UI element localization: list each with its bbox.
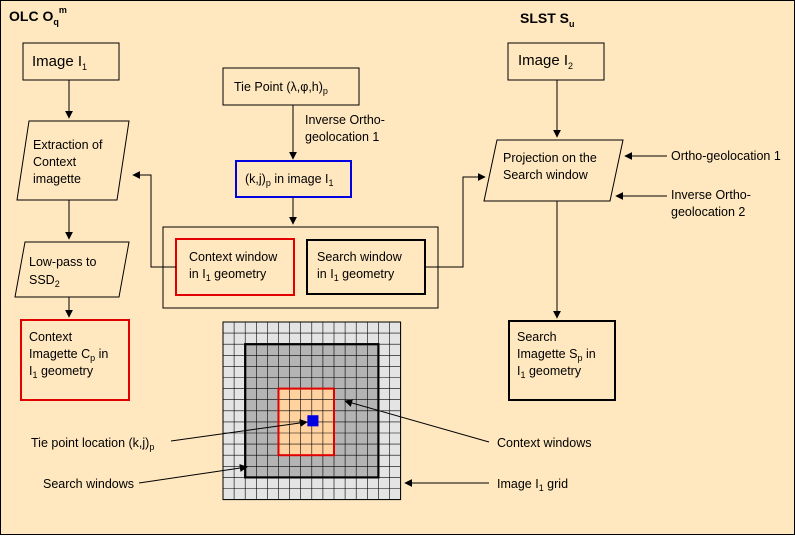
image-i1-box: Image I1 [22, 42, 120, 81]
svg-text:SSD2: SSD2 [29, 273, 60, 289]
inverse-ortho-2-label-line2: geolocation 2 [671, 205, 745, 219]
inverse-ortho-2-label-line1: Inverse Ortho- [671, 188, 751, 202]
svg-text:Image I2: Image I2 [518, 52, 573, 71]
svg-text:Image I1: Image I1 [32, 53, 87, 72]
arrow-search-window-to-projection [425, 173, 486, 268]
svg-text:I1 geometry: I1 geometry [517, 364, 582, 380]
search-window-box: Search window in I1 geometry [306, 239, 426, 295]
image-grid-label: Image I1 grid [497, 477, 568, 493]
projection-box: Projection on the Search window [483, 139, 624, 202]
image-grid-illustration [222, 321, 402, 501]
context-window-box: Context window in I1 geometry [175, 238, 295, 296]
svg-text:Tie Point (λ,φ,h)p: Tie Point (λ,φ,h)p [234, 80, 328, 96]
image-i2-box: Image I2 [507, 42, 605, 81]
kj-image-box: (k,j)p in image I1 [235, 160, 352, 198]
svg-text:Low-pass to: Low-pass to [29, 255, 96, 269]
arrow-search-windows [138, 464, 248, 484]
svg-text:Imagette Cp in: Imagette Cp in [29, 347, 108, 363]
ortho-geolocation-1-label: Ortho-geolocation 1 [671, 149, 781, 163]
svg-text:(k,j)p in image I1: (k,j)p in image I1 [245, 172, 334, 188]
context-window-outline [277, 387, 335, 457]
svg-text:in I1 geometry: in I1 geometry [189, 267, 267, 283]
header-olc: OLC Oqm [9, 5, 67, 27]
svg-text:in I1 geometry: in I1 geometry [317, 267, 395, 283]
svg-text:Imagette Sp in: Imagette Sp in [517, 347, 596, 363]
context-imagette-box: Context Imagette Cp in I1 geometry [20, 319, 130, 401]
svg-text:Context: Context [29, 330, 73, 344]
svg-text:I1 geometry: I1 geometry [29, 364, 94, 380]
context-windows-label: Context windows [497, 436, 592, 450]
svg-text:Projection on the: Projection on the [503, 151, 597, 165]
inverse-ortho-1-label-line2: geolocation 1 [305, 130, 379, 144]
arrow-context-windows [344, 399, 490, 443]
svg-text:Search window: Search window [317, 250, 403, 264]
tie-point-location-label: Tie point location (k,j)p [31, 436, 154, 452]
header-slst: SLST Su [520, 10, 575, 29]
tie-point-marker [307, 415, 319, 427]
svg-text:Context window: Context window [189, 250, 278, 264]
svg-text:Search window: Search window [503, 168, 589, 182]
svg-text:Context: Context [33, 155, 77, 169]
arrow-tie-point-location [170, 419, 308, 442]
svg-text:Extraction of: Extraction of [33, 138, 103, 152]
tie-point-box: Tie Point (λ,φ,h)p [222, 67, 360, 106]
search-imagette-box: Search Imagette Sp in I1 geometry [508, 320, 616, 401]
lowpass-box: Low-pass to SSD2 [14, 241, 130, 298]
inverse-ortho-1-label-line1: Inverse Ortho- [305, 113, 385, 127]
svg-text:Search: Search [517, 330, 557, 344]
arrow-context-window-to-extraction [132, 171, 176, 268]
search-windows-label: Search windows [43, 477, 134, 491]
extraction-box: Extraction of Context imagette [16, 120, 130, 201]
svg-text:imagette: imagette [33, 172, 81, 186]
